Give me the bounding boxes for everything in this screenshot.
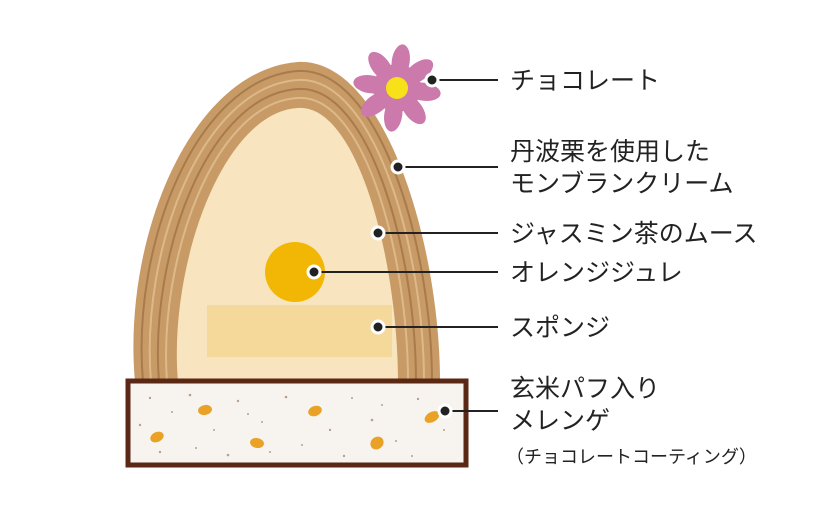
- label-meringue-note: （チョコレートコーティング）: [506, 447, 757, 468]
- label-montblanc-line1: 丹波栗を使用した: [510, 137, 710, 166]
- label-jasmine-mousse: ジャスミン茶のムース: [510, 219, 758, 248]
- sponge-layer: [207, 305, 392, 357]
- label-meringue-line2: メレンゲ: [510, 406, 610, 435]
- leader-lines: [314, 79, 498, 412]
- dome-ring-2: [148, 78, 425, 383]
- leader-dot-gelee: [306, 264, 322, 280]
- meringue-block: [125, 378, 469, 468]
- leader-dot-montblanc: [390, 159, 406, 175]
- chocolate-flower: [353, 44, 441, 132]
- rice-puff: [370, 436, 384, 450]
- montblanc-dome: [133, 61, 440, 383]
- dome-ring-4: [165, 96, 409, 383]
- dome-ring-3: [157, 87, 417, 383]
- rice-puff: [150, 431, 164, 443]
- orange-gelee-circle: [265, 242, 325, 302]
- meringue-base: [125, 378, 469, 468]
- leader-dot-sponge: [370, 319, 386, 335]
- rice-puff: [198, 404, 212, 416]
- leader-dot-chocolate: [424, 72, 440, 88]
- label-meringue-line1: 玄米パフ入り: [510, 374, 660, 403]
- label-chocolate: チョコレート: [510, 66, 660, 95]
- rice-puff: [250, 437, 264, 449]
- meringue-specks: [138, 393, 445, 458]
- dome-ring-1: [140, 69, 433, 383]
- rice-puff: [424, 411, 440, 423]
- rice-puff: [308, 405, 322, 417]
- label-orange-gelee: オレンジジュレ: [510, 258, 683, 287]
- labels: チョコレート 丹波栗を使用した モンブランクリーム ジャスミン茶のムース オレン…: [506, 66, 758, 468]
- leader-dot-meringue: [437, 403, 453, 419]
- leader-dots: [306, 72, 453, 419]
- leader-dot-mousse: [370, 225, 386, 241]
- flower-center: [386, 77, 408, 99]
- label-sponge: スポンジ: [510, 313, 610, 342]
- rice-puff-pieces: [150, 404, 440, 450]
- label-montblanc-line2: モンブランクリーム: [510, 169, 734, 198]
